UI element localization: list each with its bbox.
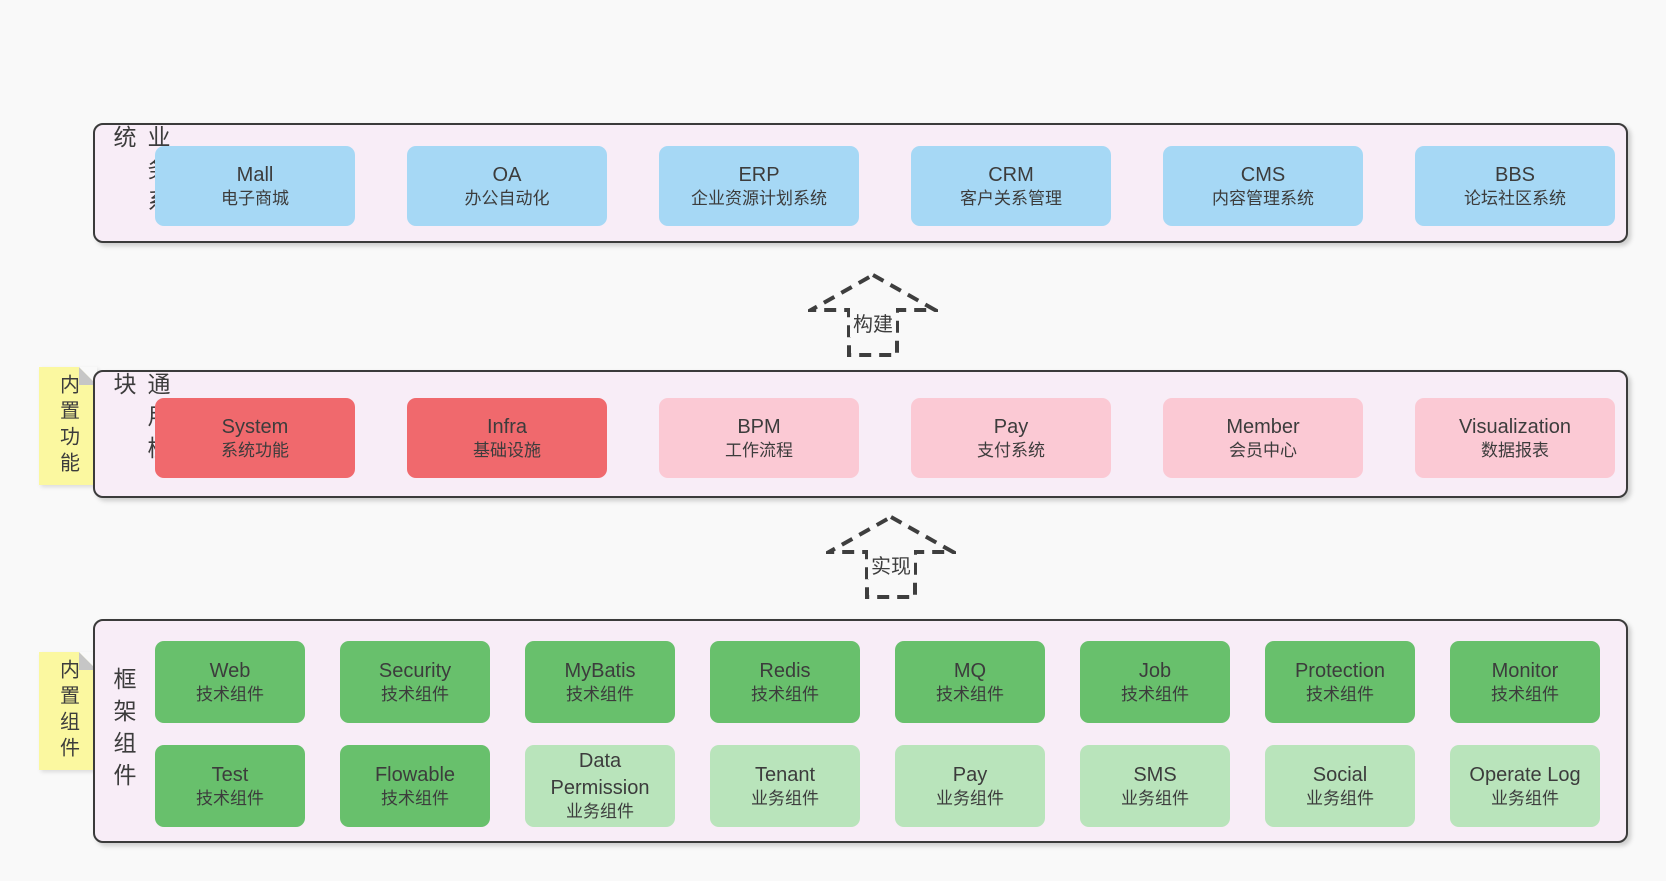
box-subtitle: 业务组件 <box>1121 788 1189 808</box>
box-job: Job 技术组件 <box>1080 641 1230 723</box>
box-cms: CMS 内容管理系统 <box>1163 146 1363 226</box>
box-infra: Infra 基础设施 <box>407 398 607 478</box>
box-mq: MQ 技术组件 <box>895 641 1045 723</box>
box-system: System 系统功能 <box>155 398 355 478</box>
box-subtitle: 业务组件 <box>1306 788 1374 808</box>
box-title: Member <box>1226 415 1300 438</box>
box-data-permission: Data Permission 业务组件 <box>525 745 675 827</box>
box-subtitle: 技术组件 <box>381 684 449 704</box>
box-test: Test 技术组件 <box>155 745 305 827</box>
box-crm: CRM 客户关系管理 <box>911 146 1111 226</box>
band-business-systems: 业务系统 Mall 电子商城 OA 办公自动化 ERP 企业资源计划系统 CRM… <box>93 123 1628 243</box>
box-subtitle: 技术组件 <box>196 684 264 704</box>
box-title: Social <box>1312 763 1368 786</box>
box-title: Protection <box>1294 659 1386 682</box>
arrow-implement: 实现 <box>826 514 956 600</box>
box-protection: Protection 技术组件 <box>1265 641 1415 723</box>
box-title: Test <box>211 763 249 786</box>
box-subtitle: 支付系统 <box>977 440 1045 460</box>
box-subtitle: 企业资源计划系统 <box>691 188 827 208</box>
box-title: Infra <box>486 415 528 438</box>
box-subtitle: 技术组件 <box>936 684 1004 704</box>
band-common-modules: 通用模块 System 系统功能 Infra 基础设施 BPM 工作流程 Pay… <box>93 370 1628 498</box>
box-redis: Redis 技术组件 <box>710 641 860 723</box>
box-title: Visualization <box>1459 415 1571 438</box>
box-subtitle: 技术组件 <box>751 684 819 704</box>
box-erp: ERP 企业资源计划系统 <box>659 146 859 226</box>
box-visualization: Visualization 数据报表 <box>1415 398 1615 478</box>
box-mybatis: MyBatis 技术组件 <box>525 641 675 723</box>
box-title: MyBatis <box>564 659 636 682</box>
box-subtitle: 业务组件 <box>936 788 1004 808</box>
box-pay-biz: Pay 业务组件 <box>895 745 1045 827</box>
box-subtitle: 办公自动化 <box>464 188 550 208</box>
box-title: CMS <box>1240 163 1286 186</box>
box-title: CRM <box>988 163 1034 186</box>
box-subtitle: 业务组件 <box>1491 788 1559 808</box>
box-title: Pay <box>993 415 1029 438</box>
box-subtitle: 技术组件 <box>1306 684 1374 704</box>
box-pay: Pay 支付系统 <box>911 398 1111 478</box>
sticky-label: 内置功能 <box>56 374 79 478</box>
box-subtitle: 业务组件 <box>751 788 819 808</box>
box-web: Web 技术组件 <box>155 641 305 723</box>
sticky-built-in-components: 内置组件 <box>39 652 97 770</box>
box-title: OA <box>492 163 522 186</box>
box-title: Redis <box>759 659 811 682</box>
box-subtitle: 客户关系管理 <box>960 188 1062 208</box>
box-title: BPM <box>737 415 781 438</box>
box-title: Tenant <box>754 763 816 786</box>
box-subtitle: 系统功能 <box>221 440 289 460</box>
box-title: Web <box>209 659 251 682</box>
box-subtitle: 电子商城 <box>221 188 289 208</box>
arrow-build: 构建 <box>808 272 938 358</box>
box-title: Pay <box>952 763 988 786</box>
arrow-build-label: 构建 <box>850 308 896 337</box>
box-title: MQ <box>953 659 987 682</box>
box-operate-log: Operate Log 业务组件 <box>1450 745 1600 827</box>
box-subtitle: 技术组件 <box>381 788 449 808</box>
box-social: Social 业务组件 <box>1265 745 1415 827</box>
box-subtitle: 技术组件 <box>1491 684 1559 704</box>
box-title: Flowable <box>374 763 456 786</box>
box-subtitle: 会员中心 <box>1229 440 1297 460</box>
box-subtitle: 内容管理系统 <box>1212 188 1314 208</box>
box-subtitle: 技术组件 <box>1121 684 1189 704</box>
box-subtitle: 业务组件 <box>566 802 634 822</box>
box-title: System <box>221 415 289 438</box>
box-monitor: Monitor 技术组件 <box>1450 641 1600 723</box>
band-framework-components: 框架组件 Web 技术组件 Security 技术组件 MyBatis 技术组件… <box>93 619 1628 843</box>
box-subtitle: 数据报表 <box>1481 440 1549 460</box>
box-subtitle: 论坛社区系统 <box>1464 188 1566 208</box>
sticky-built-in-features: 内置功能 <box>39 367 97 485</box>
box-security: Security 技术组件 <box>340 641 490 723</box>
box-mall: Mall 电子商城 <box>155 146 355 226</box>
box-subtitle: 技术组件 <box>566 684 634 704</box>
box-title: Operate Log <box>1469 763 1581 786</box>
box-member: Member 会员中心 <box>1163 398 1363 478</box>
box-oa: OA 办公自动化 <box>407 146 607 226</box>
box-subtitle: 基础设施 <box>473 440 541 460</box>
box-bbs: BBS 论坛社区系统 <box>1415 146 1615 226</box>
box-subtitle: 技术组件 <box>196 788 264 808</box>
box-title: Data Permission <box>550 750 650 799</box>
box-subtitle: 工作流程 <box>725 440 793 460</box>
box-flowable: Flowable 技术组件 <box>340 745 490 827</box>
box-title: Mall <box>236 163 274 186</box>
box-title: Monitor <box>1491 659 1559 682</box>
box-title: Job <box>1138 659 1172 682</box>
box-bpm: BPM 工作流程 <box>659 398 859 478</box>
box-title: Security <box>378 659 452 682</box>
sticky-label: 内置组件 <box>56 659 79 763</box>
box-title: ERP <box>738 163 780 186</box>
arrow-implement-label: 实现 <box>868 550 914 579</box>
box-sms: SMS 业务组件 <box>1080 745 1230 827</box>
band-label-components: 框架组件 <box>110 667 136 795</box>
box-tenant: Tenant 业务组件 <box>710 745 860 827</box>
box-title: SMS <box>1133 763 1177 786</box>
box-title: BBS <box>1494 163 1536 186</box>
